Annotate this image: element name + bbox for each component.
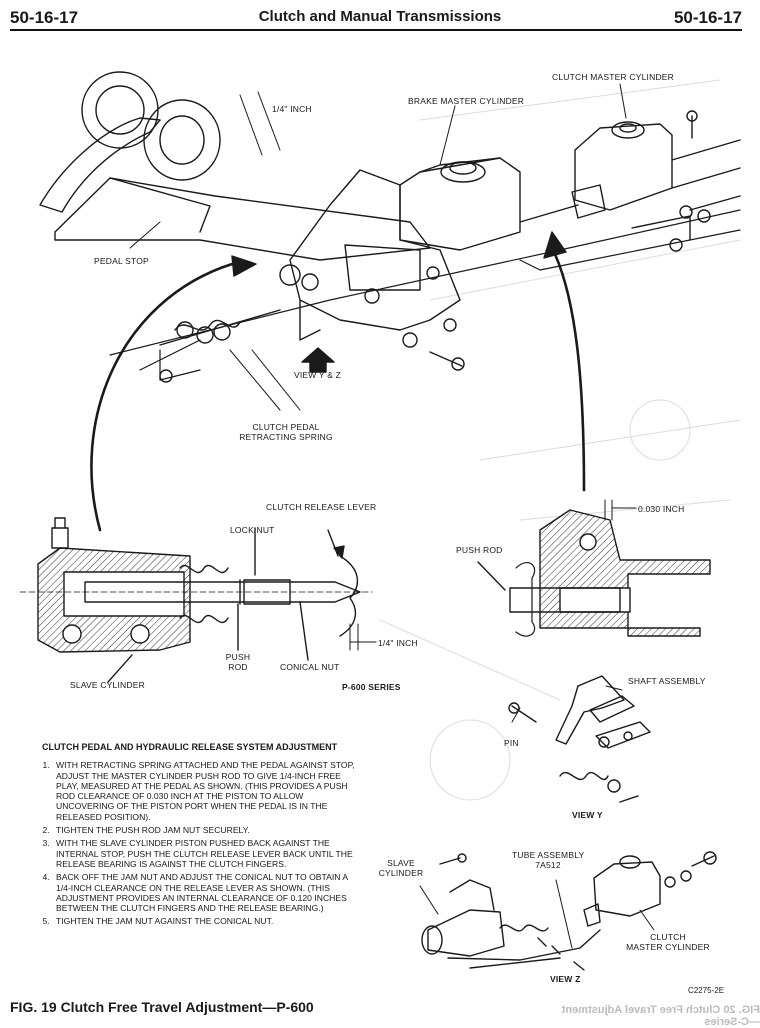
procedure-steps: WITH RETRACTING SPRING ATTACHED AND THE …: [42, 760, 364, 926]
label-lock-nut: LOCK NUT: [230, 525, 275, 535]
leader-lines: [129, 83, 627, 723]
figure-caption: FIG. 19 Clutch Free Travel Adjustment—P-…: [10, 999, 314, 1015]
label-clearance: 0.030 INCH: [638, 504, 685, 514]
label-retracting-spring-line2: RETRACTING SPRING: [239, 432, 333, 442]
label-push-rod-left: PUSH ROD: [218, 652, 258, 672]
label-p600-series: P-600 SERIES: [342, 682, 401, 692]
label-push-rod-right: PUSH ROD: [456, 545, 503, 555]
procedure-step: BACK OFF THE JAM NUT AND ADJUST THE CONI…: [52, 872, 364, 913]
label-slave-cylinder-z-line2: CYLINDER: [378, 868, 424, 878]
label-slave-cylinder: SLAVE CYLINDER: [70, 680, 145, 690]
label-view-y: VIEW Y: [572, 810, 603, 820]
adjustment-procedure: CLUTCH PEDAL AND HYDRAULIC RELEASE SYSTE…: [42, 742, 364, 930]
view-y-parts: [508, 675, 651, 803]
label-pedal-stop: PEDAL STOP: [94, 256, 149, 266]
left-flow-arrow: [90, 262, 234, 532]
right-flow-arrow: [552, 250, 586, 492]
label-slave-cylinder-z-line1: SLAVE: [387, 858, 415, 868]
label-tube-assembly-line2: 7A512: [535, 860, 561, 870]
label-push-rod-left-line1: PUSH: [225, 652, 251, 662]
page-number-right: 50-16-17: [673, 8, 742, 27]
procedure-step: WITH THE SLAVE CYLINDER PISTON PUSHED BA…: [52, 838, 364, 869]
label-shaft-assembly: SHAFT ASSEMBLY: [628, 676, 706, 686]
brake-master-cylinder: [279, 157, 521, 371]
label-slave-cylinder-z: SLAVE CYLINDER: [376, 858, 426, 878]
header-rule: [10, 29, 742, 31]
clutch-master-section: [477, 499, 711, 637]
left-flow-arrowhead: [231, 255, 257, 277]
view-yz-arrow: [301, 347, 335, 373]
label-clutch-master-z-line1: CLUTCH: [650, 932, 686, 942]
label-quarter-inch-top: 1/4" INCH: [272, 104, 312, 114]
page-title: Clutch and Manual Transmissions: [258, 8, 502, 25]
label-brake-master-cylinder: BRAKE MASTER CYLINDER: [408, 96, 525, 106]
page-header: 50-16-17 Clutch and Manual Transmissions…: [0, 0, 760, 34]
label-tube-assembly-line1: TUBE ASSEMBLY: [512, 850, 585, 860]
retracting-springs: [159, 309, 281, 383]
label-clutch-master-z-line2: MASTER CYLINDER: [626, 942, 710, 952]
pedal-assembly: [39, 71, 431, 261]
label-retracting-spring-line1: CLUTCH PEDAL: [252, 422, 320, 432]
label-retracting-spring: CLUTCH PEDAL RETRACTING SPRING: [236, 422, 336, 442]
label-quarter-inch-bottom: 1/4" INCH: [378, 638, 418, 648]
label-clutch-release-lever: CLUTCH RELEASE LEVER: [266, 502, 377, 512]
page-number-left: 50-16-17: [10, 8, 79, 27]
right-flow-arrowhead: [543, 231, 567, 259]
label-tube-assembly: TUBE ASSEMBLY 7A512: [512, 850, 584, 870]
label-conical-nut: CONICAL NUT: [280, 662, 340, 672]
label-push-rod-left-line2: ROD: [228, 662, 248, 672]
label-clutch-master-cylinder: CLUTCH MASTER CYLINDER: [552, 72, 674, 82]
procedure-heading: CLUTCH PEDAL AND HYDRAULIC RELEASE SYSTE…: [42, 742, 338, 752]
label-clutch-master-z: CLUTCH MASTER CYLINDER: [620, 932, 716, 952]
label-pin: PIN: [504, 738, 519, 748]
background-ghost-drawing: [379, 79, 741, 801]
label-view-z: VIEW Z: [550, 974, 581, 984]
slave-cylinder-section: [19, 517, 377, 683]
clutch-master-cylinder: [519, 110, 741, 252]
procedure-step: TIGHTEN THE JAM NUT AGAINST THE CONICAL …: [52, 916, 364, 926]
view-z-parts: [419, 851, 717, 971]
figure-code: C2275-2E: [688, 986, 725, 995]
firewall-outline: [109, 209, 741, 381]
bleed-through-caption: FIG. 20 Clutch Free Travel Adjustment—C-…: [561, 1004, 760, 1028]
label-view-yz: VIEW Y & Z: [294, 370, 342, 380]
procedure-step: WITH RETRACTING SPRING ATTACHED AND THE …: [52, 760, 364, 822]
procedure-step: TIGHTEN THE PUSH ROD JAM NUT SECURELY.: [52, 825, 364, 835]
